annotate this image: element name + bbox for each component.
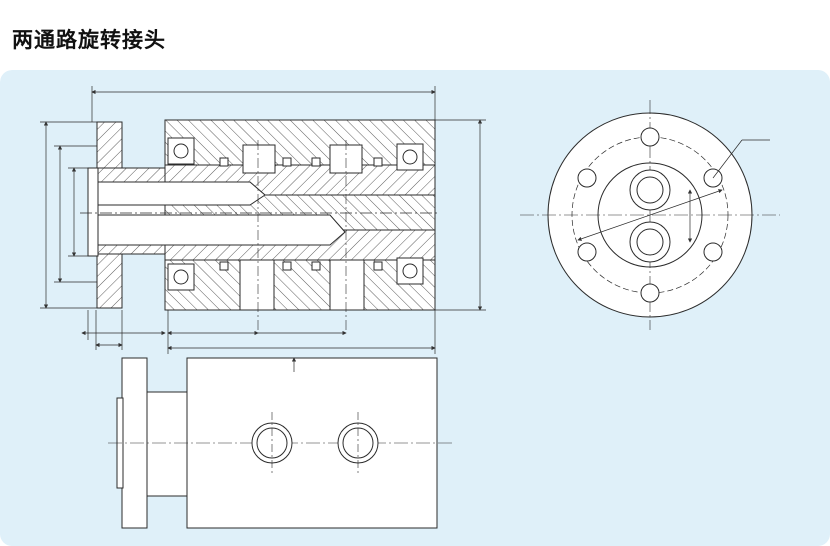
passage-1 (97, 181, 266, 206)
end-port-lower (629, 221, 671, 263)
end-view-dimensions (577, 139, 770, 243)
bearing-bottom-right (396, 257, 424, 285)
end-port-upper (629, 169, 671, 211)
side-shaft (146, 391, 188, 497)
passage-2 (97, 214, 346, 246)
flange-bottom (96, 253, 123, 309)
drawing-canvas (0, 70, 830, 546)
page-title: 两通路旋转接头 (12, 28, 166, 52)
bearing-bottom-left (167, 263, 195, 291)
port-bottom-1 (239, 259, 275, 311)
flange-hub (87, 167, 99, 257)
drawing-panel (0, 70, 830, 546)
side-port-1 (251, 422, 293, 464)
bearing-top-right (396, 143, 424, 171)
bolt-holes (577, 127, 723, 303)
section-dimensions (40, 86, 486, 354)
port-top (242, 144, 276, 174)
side-view (108, 357, 455, 529)
o-rings (219, 157, 383, 271)
flange-top (96, 121, 123, 171)
port-bottom-2 (329, 259, 365, 311)
end-view (520, 100, 780, 330)
bearing-top-left (167, 137, 195, 165)
section-view (40, 86, 486, 354)
